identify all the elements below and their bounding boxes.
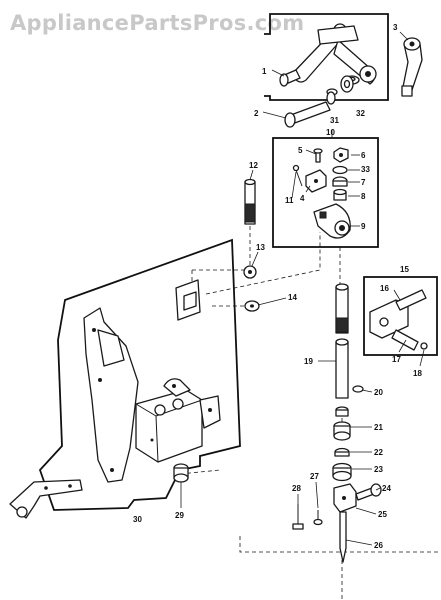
callout-7: 7 bbox=[361, 178, 366, 187]
mounting-plate bbox=[38, 238, 241, 511]
group-box-10 bbox=[272, 130, 379, 248]
part-22-spacer bbox=[334, 447, 350, 457]
callout-17: 17 bbox=[392, 355, 401, 364]
part-25-clamp bbox=[333, 483, 357, 513]
callout-10: 10 bbox=[326, 128, 335, 137]
part-32-washer bbox=[340, 75, 354, 93]
callout-11: 11 bbox=[285, 196, 294, 205]
callout-23: 23 bbox=[374, 465, 383, 474]
callout-21: 21 bbox=[374, 423, 383, 432]
bearing-block bbox=[135, 378, 221, 463]
watermark: AppliancePartsPros.com bbox=[10, 11, 304, 35]
group-box-15 bbox=[363, 276, 438, 356]
part-24-thumbscrew bbox=[355, 483, 382, 501]
callout-31: 31 bbox=[330, 116, 339, 125]
callout-5: 5 bbox=[298, 146, 303, 155]
part-21-collar bbox=[333, 421, 351, 441]
hinge-bracket bbox=[175, 279, 201, 321]
leader-lines bbox=[180, 31, 425, 546]
part-23-bushing bbox=[332, 462, 352, 482]
part-28-screw bbox=[292, 504, 304, 530]
callout-2: 2 bbox=[254, 109, 259, 118]
callout-29: 29 bbox=[175, 511, 184, 520]
callout-8: 8 bbox=[361, 192, 366, 201]
part-19-shaft bbox=[335, 283, 349, 399]
group-10-parts bbox=[292, 147, 351, 239]
part-1-bolt bbox=[279, 69, 301, 87]
callout-15: 15 bbox=[400, 265, 409, 274]
callout-33: 33 bbox=[361, 165, 370, 174]
callout-14: 14 bbox=[288, 293, 297, 302]
part-27-screw bbox=[313, 510, 323, 526]
callout-20: 20 bbox=[374, 388, 383, 397]
part-collar-upper bbox=[335, 406, 349, 417]
part-29-bushing bbox=[173, 463, 189, 483]
part-13-washer bbox=[243, 265, 257, 279]
callout-12: 12 bbox=[249, 161, 258, 170]
part-2-shoulder-bolt bbox=[284, 101, 331, 128]
part-20-washer bbox=[352, 385, 364, 393]
part-3-lever-arm bbox=[401, 37, 423, 97]
foot-plate bbox=[9, 479, 83, 519]
callout-25: 25 bbox=[378, 510, 387, 519]
callout-4: 4 bbox=[300, 194, 305, 203]
callout-19: 19 bbox=[304, 357, 313, 366]
callout-1: 1 bbox=[262, 67, 267, 76]
callout-13: 13 bbox=[256, 243, 265, 252]
support-bracket bbox=[83, 307, 139, 483]
callout-9: 9 bbox=[361, 222, 366, 231]
callout-32: 32 bbox=[356, 109, 365, 118]
part-12-stud bbox=[244, 178, 256, 225]
callout-27: 27 bbox=[310, 472, 319, 481]
callout-24: 24 bbox=[382, 484, 391, 493]
callout-3: 3 bbox=[393, 23, 398, 32]
callout-6: 6 bbox=[361, 151, 366, 160]
callout-30: 30 bbox=[133, 515, 142, 524]
callout-18: 18 bbox=[413, 369, 422, 378]
part-14-washer bbox=[244, 300, 260, 312]
callout-22: 22 bbox=[374, 448, 383, 457]
part-31-washer bbox=[326, 91, 336, 105]
callout-28: 28 bbox=[292, 484, 301, 493]
callout-16: 16 bbox=[380, 284, 389, 293]
crank-link-assembly bbox=[291, 23, 377, 96]
callout-labels: 1 2 3 4 5 6 7 8 9 10 11 12 13 14 15 16 1… bbox=[133, 23, 422, 550]
callout-26: 26 bbox=[374, 541, 383, 550]
group-box-top bbox=[264, 13, 389, 101]
part-26-needle bbox=[339, 511, 347, 563]
group-15-parts bbox=[369, 289, 428, 351]
